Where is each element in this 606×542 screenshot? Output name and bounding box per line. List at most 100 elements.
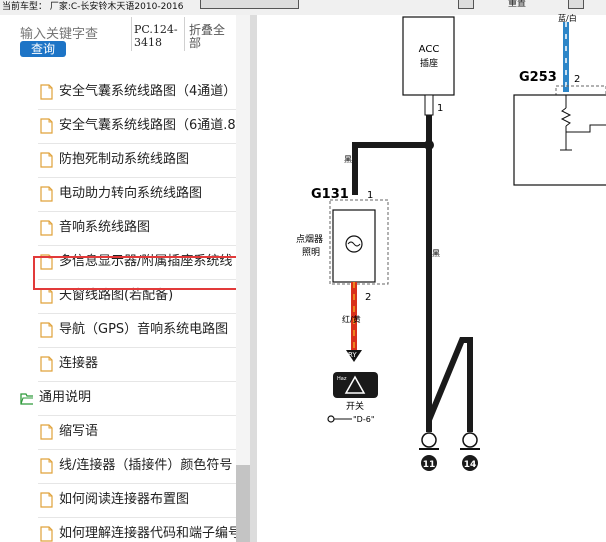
wire-color-red-yellow: 红/黄 [342,314,361,324]
row-separator [38,313,250,314]
tree-file-item[interactable]: 安全气囊系统线路图（6通道.8 [0,110,250,144]
g253-pin-number: 2 [574,74,580,85]
toolbar-button-left[interactable] [200,0,299,9]
tree-file-item[interactable]: 防抱死制动系统线路图 [0,144,250,178]
row-separator [38,347,250,348]
tree-folder-item[interactable]: 通用说明 [0,382,250,416]
ry-tag: RY [348,351,357,359]
tree-item-label: 天窗线路图(若配备) [59,288,174,303]
tree-item-label: 导航（GPS）音响系统电路图 [59,322,229,337]
lighter-label-line2: 照明 [302,247,320,258]
tree-file-item[interactable]: 线/连接器（插接件）颜色符号 [0,450,250,484]
tree-file-item[interactable]: 如何阅读连接器布置图 [0,484,250,518]
sidebar-scrollbar[interactable] [236,15,250,542]
camera-ref-icon [327,415,335,423]
tree-item-label: 连接器 [59,356,99,371]
ground-right-badge [462,455,478,471]
switch-ref-code: "D-6" [353,415,375,424]
row-separator [38,415,250,416]
ground-right-number: 14 [464,460,477,470]
tree-item-label: 缩写语 [59,424,99,439]
hazard-small-label: Haz [337,376,347,382]
tree-file-item[interactable]: 连接器 [0,348,250,382]
hazard-triangle-icon [344,375,366,394]
vehicle-label: 当前车型： 厂家:C-长安铃木天语2010-2016 [2,2,184,12]
tree-item-label: 如何阅读连接器布置图 [59,492,190,507]
document-icon [40,288,53,304]
lighter-label-line1: 点烟器 [296,233,323,245]
row-separator [38,245,250,246]
g253-connector-label: G253 [519,70,557,85]
row-separator [38,279,250,280]
tree-item-label: 如何理解连接器代码和端子编号 [59,526,242,541]
tree-file-item[interactable]: 电动助力转向系统线路图 [0,178,250,212]
tree-file-item[interactable]: 安全气囊系统线路图（4通道） [0,76,250,110]
hazard-switch-label: 开关 [346,400,364,412]
sidebar-scrollbar-thumb[interactable] [236,465,250,542]
acc-pin-stub [424,94,434,116]
row-separator [38,449,250,450]
folder-open-icon [20,393,33,405]
document-icon [40,458,53,474]
document-icon [40,118,53,134]
tree-file-item[interactable]: 天窗线路图(若配备) [0,280,250,314]
connection-arrow [346,350,362,362]
wire-color-black-right: 黑 [432,249,440,258]
header-divider [131,17,132,51]
tree-item-label: 安全气囊系统线路图（6通道.8 [59,118,236,133]
selected-item-highlight [33,256,250,290]
search-input[interactable] [20,25,130,43]
tree-file-item[interactable]: 导航（GPS）音响系统电路图 [0,314,250,348]
wiring-diagram: ACC 插座 1 黑 黑 G131 1 点烟器 照明 2 红/黄 RY Haz … [296,13,606,471]
document-icon [40,186,53,202]
pc-code: PC.124-3418 [134,23,178,49]
header-divider [184,17,185,51]
document-icon [40,424,53,440]
document-icon [40,220,53,236]
tree-item-label: 安全气囊系统线路图（4通道） [59,84,237,99]
wire-color-black: 黑 [344,155,352,164]
row-separator [38,109,250,110]
toolbar-button-icon-2[interactable] [568,0,584,9]
row-separator [38,483,250,484]
lamp-filament [347,241,361,247]
search-button[interactable]: 查询 [20,41,66,57]
acc-box-subtitle: 插座 [420,57,438,69]
toolbar-reset-label[interactable]: 重置 [508,0,527,9]
tree-item-label: 音响系统线路图 [59,220,151,235]
g131-pin-bottom: 2 [365,292,371,303]
row-separator [38,381,250,382]
sidebar: 查询 PC.124-3418 折叠全部 安全气囊系统线路图（4通道） 安全气囊系统… [0,15,250,542]
tree-file-item[interactable]: 缩写语 [0,416,250,450]
document-icon [40,526,53,542]
tree-item-label: 电动助力转向系统线路图 [59,186,203,201]
row-separator [38,143,250,144]
document-icon [40,492,53,508]
acc-box-title: ACC [419,44,440,55]
g253-internal-wire [566,124,606,133]
toolbar-button-icon-1[interactable] [458,0,474,9]
acc-socket-box [402,16,455,96]
wire-black-branch [352,142,429,195]
document-icon [40,152,53,168]
ground-left-badge [421,455,437,471]
wire-black-ground-right [426,337,473,432]
resistor-symbol [560,107,572,127]
document-icon [40,84,53,100]
tree-item-label: 线/连接器（插接件）颜色符号 [59,458,233,473]
title-bar: 当前车型： 厂家:C-长安铃木天语2010-2016 重置 [0,0,606,15]
collapse-all-button[interactable]: 折叠全部 [189,23,226,50]
document-icon [40,356,53,372]
hazard-switch-block [333,372,378,398]
wire-color-blue-white: 蓝/白 [558,13,577,23]
g253-module-box [513,94,606,186]
tree-file-item[interactable]: 音响系统线路图 [0,212,250,246]
acc-pin-number: 1 [437,103,443,114]
g131-dashed-frame [329,199,389,285]
tree-item-label: 通用说明 [39,390,92,405]
row-separator [38,177,250,178]
tree-file-item[interactable]: 如何理解连接器代码和端子编号 [0,518,250,542]
document-icon [40,322,53,338]
panel-splitter[interactable] [250,15,257,542]
g131-pin-top: 1 [367,190,373,201]
